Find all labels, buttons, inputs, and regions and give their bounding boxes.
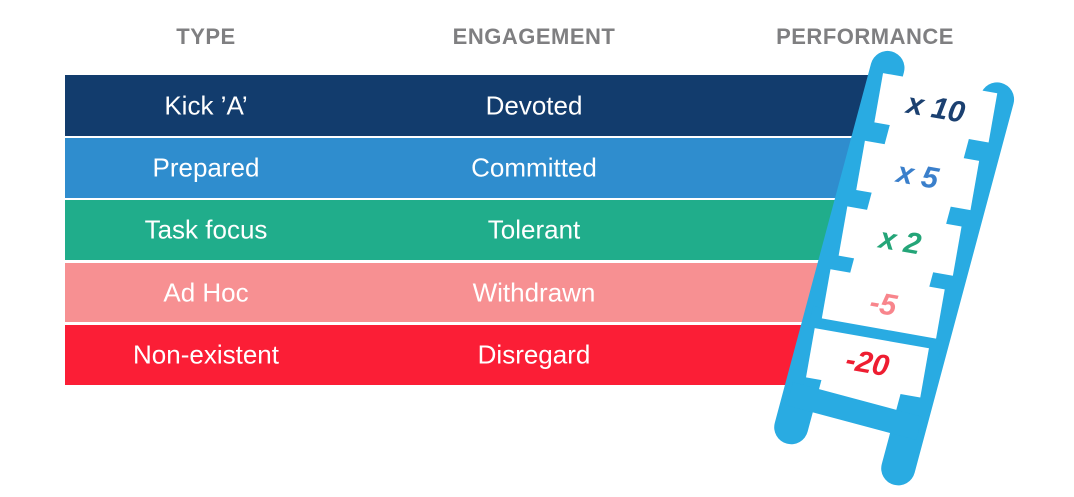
engagement-cell: Disregard [477,339,591,370]
table-row: Non-existent Disregard [65,325,886,385]
engagement-cell: Tolerant [487,214,581,245]
type-cell: Non-existent [133,339,279,370]
performance-value: x 5 [892,156,942,196]
column-header-type: TYPE [176,24,236,49]
engagement-cell: Committed [471,152,597,183]
ladder-rung-label: x 2 [838,206,962,276]
table-row: Prepared Committed [65,138,886,198]
type-cell: Kick ’A’ [164,90,248,120]
ladder-rung-label: x 10 [874,73,998,143]
engagement-cell: Devoted [485,90,583,120]
ladder-rung-label: x 5 [856,140,980,211]
performance-value: x 10 [902,87,968,130]
table-row: Kick ’A’ Devoted [65,75,886,136]
label-box [806,328,929,398]
column-header-performance: PERFORMANCE [776,24,954,49]
label-box [874,73,998,143]
type-cell: Task focus [144,214,268,245]
rows-container: Kick ’A’ Devoted Prepared Committed Task… [65,75,886,386]
ladder-rung [786,382,923,441]
type-cell: Prepared [152,152,260,183]
ladder-rung-label: -5 [821,269,945,339]
performance-value: -20 [843,343,892,383]
type-cell: Ad Hoc [163,277,249,307]
label-box [838,206,962,276]
performance-value: -5 [867,286,900,323]
table-row: Task focus Tolerant [65,200,886,260]
label-box [856,140,980,211]
ladder-rung [807,305,943,362]
ladder-rung-label: -20 [806,328,929,398]
column-header-engagement: ENGAGEMENT [452,24,616,49]
table-row: Ad Hoc Withdrawn [65,263,886,322]
ladder-right-rail [881,82,1015,486]
performance-value: x 2 [875,221,924,261]
label-box [821,269,945,339]
engagement-cell: Withdrawn [472,277,596,307]
